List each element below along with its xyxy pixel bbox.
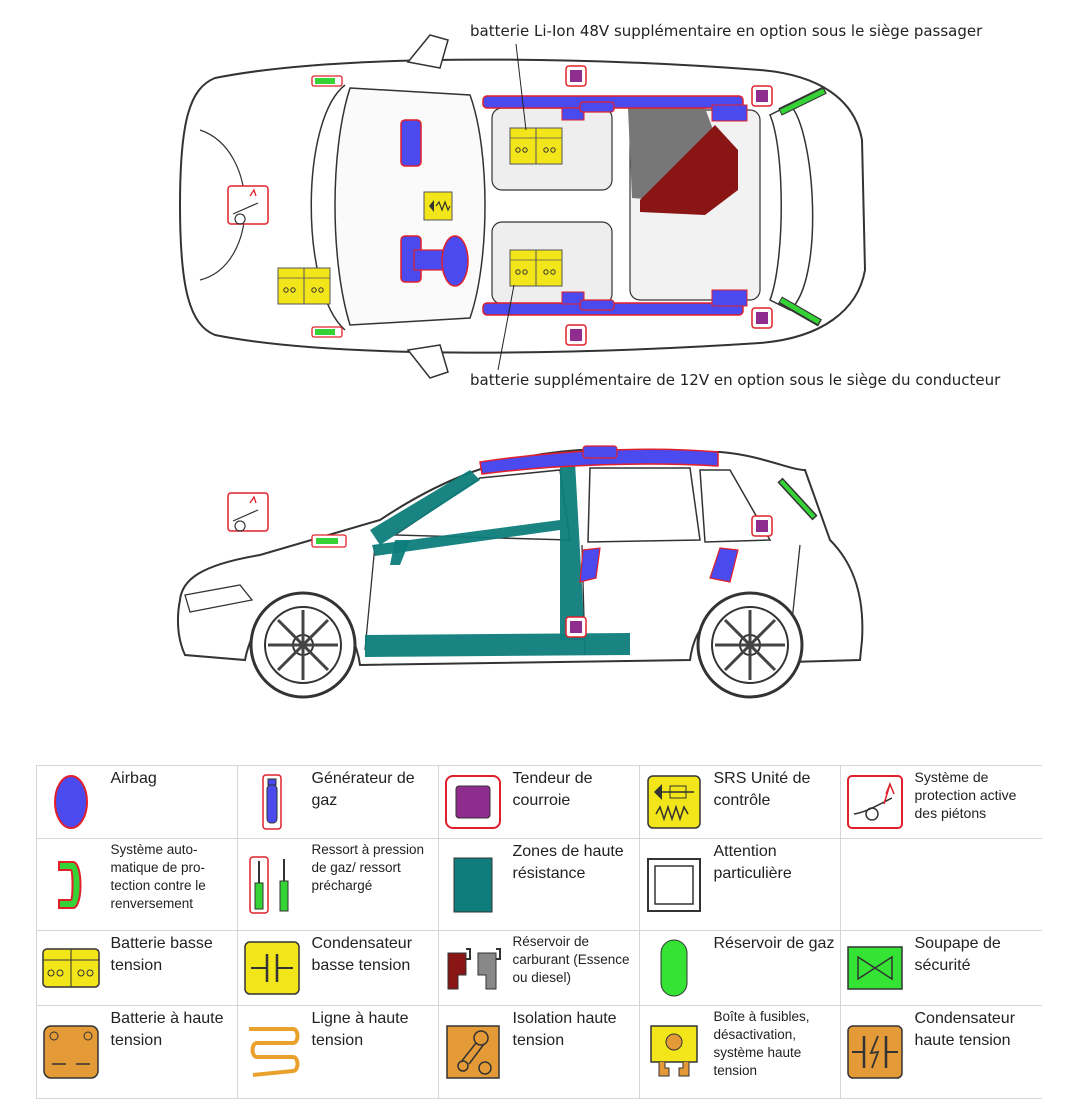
fuse-box-icon	[639, 1005, 708, 1099]
legend-label: Soupape de sécurité	[908, 930, 1042, 1007]
legend-row: Batterie à haute tension Ligne à haute t…	[36, 1005, 1042, 1099]
legend-label: Attention particulière	[707, 837, 841, 932]
safety-valve-icon	[840, 930, 909, 1007]
legend-label: Batterie à haute tension	[104, 1005, 238, 1099]
airbag-icon	[36, 765, 105, 839]
side-view-high-strength-zones	[365, 462, 630, 657]
high-voltage-capacitor-icon	[840, 1005, 909, 1099]
legend-label: Tendeur de courroie	[506, 765, 640, 839]
high-voltage-isolation-icon	[438, 1005, 507, 1099]
legend-label	[908, 837, 1042, 932]
legend-label: Isolation haute tension	[506, 1005, 640, 1099]
legend-row: Batterie basse tension Condensateur bass…	[36, 930, 1042, 1007]
legend-label: Zones de haute résistance	[506, 837, 640, 932]
callout-48v-battery: batterie Li-Ion 48V supplémentaire en op…	[470, 22, 983, 40]
side-view-components	[227, 477, 818, 638]
rescue-sheet-diagram	[176, 34, 867, 699]
top-view-airbags	[400, 95, 748, 316]
legend-label: SRS Unité de contrôle	[707, 765, 841, 839]
belt-tensioner-icon	[438, 765, 507, 839]
special-attention-icon	[639, 837, 708, 932]
legend-label: Batterie basse tension	[104, 930, 238, 1007]
top-view-srs-unit	[423, 191, 453, 221]
top-view-gas-springs	[311, 75, 827, 338]
high-voltage-battery-icon	[36, 1005, 105, 1099]
low-voltage-capacitor-icon	[237, 930, 306, 1007]
legend-label: Ressort à pression de gaz/ ressort préch…	[305, 837, 439, 932]
legend-label: Réservoir de gaz	[707, 930, 841, 1007]
legend-row: Airbag Générateur de gaz Tendeur de cour…	[36, 765, 1042, 839]
legend-label: Condensateur haute tension	[908, 1005, 1042, 1099]
high-strength-zone-icon	[438, 837, 507, 932]
gas-spring-icon	[237, 837, 306, 932]
rollover-protection-icon	[36, 837, 105, 932]
legend-label: Ligne à haute tension	[305, 1005, 439, 1099]
legend-label: Boîte à fusibles, désactivation, système…	[707, 1005, 841, 1099]
car-side-view	[176, 448, 864, 699]
pedestrian-protection-icon	[840, 765, 909, 839]
low-voltage-battery-icon	[36, 930, 105, 1007]
callout-12v-battery: batterie supplémentaire de 12V en option…	[470, 371, 1001, 389]
side-view-airbags	[479, 445, 739, 583]
legend-label: Système de protection active des piétons	[908, 765, 1042, 839]
legend-label: Générateur de gaz	[305, 765, 439, 839]
legend-row: Système auto-matique de pro-tection cont…	[36, 837, 1042, 932]
legend-empty-cell	[840, 837, 909, 932]
legend-label: Airbag	[104, 765, 238, 839]
top-view-pedestrian-protection	[227, 185, 269, 225]
legend-label: Système auto-matique de pro-tection cont…	[104, 837, 238, 932]
high-voltage-line-icon	[237, 1005, 306, 1099]
gas-tank-icon	[639, 930, 708, 1007]
gas-generator-icon	[237, 765, 306, 839]
legend-label: Condensateur basse tension	[305, 930, 439, 1007]
legend-label: Réservoir de carburant (Essence ou diese…	[506, 930, 640, 1007]
legend-table: Airbag Générateur de gaz Tendeur de cour…	[36, 765, 1042, 1099]
srs-control-unit-icon	[639, 765, 708, 839]
wheel-spokes	[268, 610, 785, 680]
fuel-tank-icon	[438, 930, 507, 1007]
